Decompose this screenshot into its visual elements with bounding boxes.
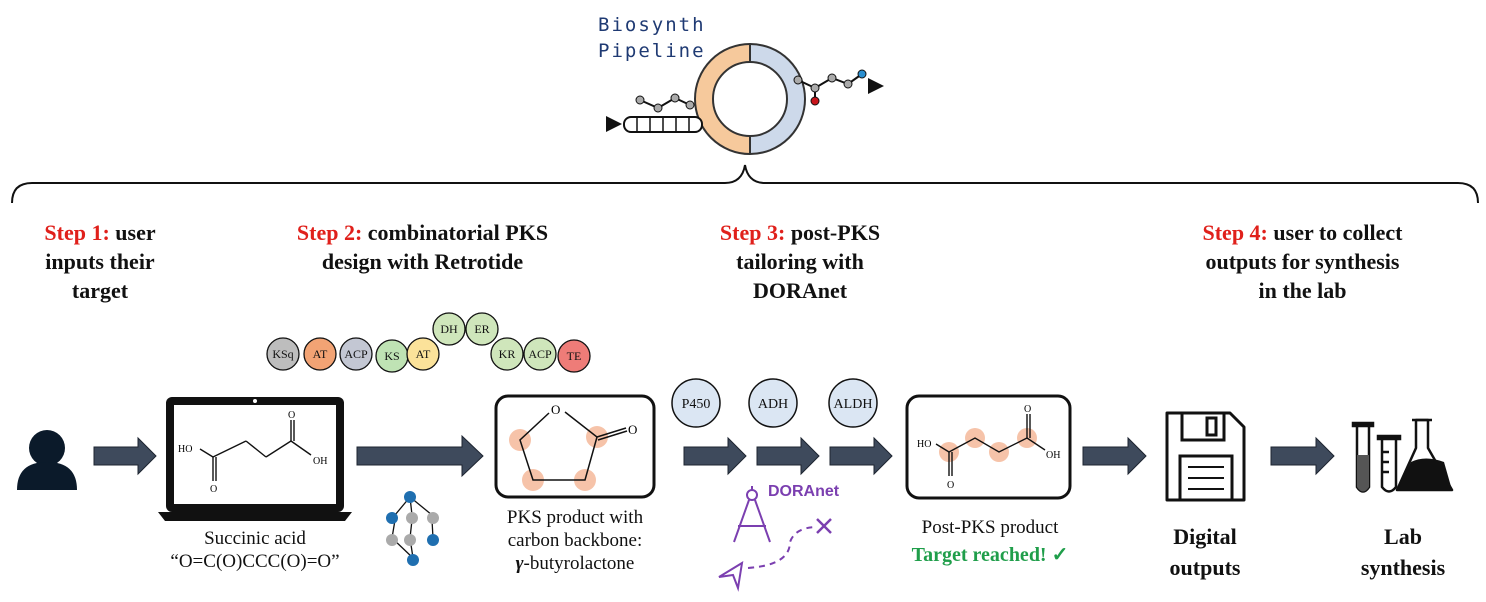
succinic-o-label-top: O — [288, 410, 295, 421]
post-pks-o-label-top: O — [1024, 404, 1031, 415]
pks-domain-te: TE — [557, 339, 591, 373]
post-pks-o-label-bottom: O — [947, 480, 954, 491]
pks-product-caption: PKS product with carbon backbone: γ-buty… — [506, 507, 644, 574]
svg-text:KS: KS — [384, 349, 399, 363]
laptop-icon — [158, 397, 352, 521]
floppy-disk-icon — [1165, 411, 1246, 502]
step-3-label: Step 3: — [719, 220, 786, 245]
succinic-ho-label: HO — [178, 444, 192, 455]
svg-text:KSq: KSq — [272, 347, 293, 361]
step-1-label: Step 1: — [44, 220, 110, 245]
svg-text:ALDH: ALDH — [834, 397, 873, 412]
flow-arrow-6 — [1082, 436, 1147, 476]
target-smiles: “O=C(O)CCC(O)=O” — [170, 551, 340, 572]
butyrolactone-structure — [509, 411, 628, 491]
enzyme-adh: ADH — [748, 378, 798, 428]
post-pks-oh-label: OH — [1046, 450, 1060, 461]
svg-text:ACP: ACP — [344, 347, 368, 361]
svg-text:AT: AT — [416, 347, 431, 361]
pks-domain-ks: KS — [375, 339, 409, 373]
user-icon — [17, 430, 77, 490]
flow-arrow-5 — [829, 436, 893, 476]
output-molecule-icon — [793, 69, 884, 106]
input-tape-icon — [606, 93, 703, 133]
step-1-text: Step 1: user inputs their target — [44, 220, 156, 303]
gamma-symbol: γ — [515, 553, 524, 574]
pks-domain-at-1: AT — [303, 337, 337, 371]
svg-text:TE: TE — [567, 349, 582, 363]
pks-domain-er: ER — [465, 312, 499, 346]
pks-domain-at-2: AT — [406, 337, 440, 371]
svg-text:AT: AT — [313, 347, 328, 361]
svg-text:KR: KR — [499, 347, 516, 361]
target-caption: Succinic acid “O=C(O)CCC(O)=O” — [150, 527, 360, 573]
doranet-path — [747, 526, 816, 569]
lab-glassware-icon — [1351, 418, 1454, 493]
succinic-oh-label: OH — [313, 456, 327, 467]
step-4-label: Step 4: — [1202, 220, 1268, 245]
svg-text:ER: ER — [474, 322, 489, 336]
step-2-label: Step 2: — [296, 220, 363, 245]
pipeline-ring-icon — [694, 43, 806, 155]
step-4-text: Step 4: user to collect outputs for synt… — [1202, 220, 1403, 303]
pks-domain-kr: KR — [490, 337, 524, 371]
pks-product-name: -butyrolactone — [523, 553, 635, 574]
succinic-acid-structure — [199, 420, 312, 481]
lab-synthesis-caption: Lab synthesis — [1360, 524, 1446, 580]
post-pks-product-box — [905, 394, 1072, 500]
doranet-cursor-icon — [718, 561, 744, 592]
flow-arrow-7 — [1270, 436, 1335, 476]
pipeline-title-line-2: Pipeline — [598, 40, 706, 62]
flow-arrow-4 — [756, 436, 820, 476]
retrosynthesis-network-icon — [386, 491, 439, 566]
digital-outputs-caption: Digital outputs — [1169, 524, 1241, 580]
pks-domain-ksq: KSq — [266, 337, 300, 371]
flow-arrow-3 — [683, 436, 747, 476]
enzyme-aldh: ALDH — [828, 378, 878, 428]
overview-brace — [11, 164, 1479, 204]
svg-text:ACP: ACP — [528, 347, 552, 361]
post-pks-ho-label: HO — [917, 439, 931, 450]
pipeline-title: Biosynth Pipeline — [598, 12, 706, 64]
target-reached-label: Target reached! ✓ — [911, 544, 1069, 566]
svg-text:P450: P450 — [682, 397, 711, 412]
svg-text:DH: DH — [440, 322, 458, 336]
succinic-o-label-bottom: O — [210, 484, 217, 495]
pks-domain-chain: KSq AT ACP KS AT DH ER KR ACP TE — [266, 312, 591, 373]
lactone-carbonyl-o-label: O — [628, 422, 637, 437]
doranet-target-x-icon — [816, 518, 832, 534]
pipeline-title-line-1: Biosynth — [598, 14, 706, 36]
post-pks-label: Post-PKS product — [921, 517, 1059, 538]
svg-text:ADH: ADH — [758, 397, 788, 412]
step-2-text: Step 2: combinatorial PKS design with Re… — [296, 220, 549, 274]
doranet-label: DORAnet — [768, 483, 840, 500]
step-3-text: Step 3: post-PKS tailoring with DORAnet — [719, 220, 881, 303]
enzyme-p450: P450 — [671, 378, 721, 428]
target-name: Succinic acid — [204, 528, 306, 549]
doranet-compass-icon — [733, 486, 771, 543]
flow-arrow-2 — [356, 434, 484, 478]
pks-domain-acp-1: ACP — [339, 337, 373, 371]
flow-arrow-1 — [93, 436, 157, 476]
pks-domain-dh: DH — [432, 312, 466, 346]
post-pks-caption: Post-PKS product Target reached! ✓ — [885, 516, 1095, 567]
pks-domain-acp-2: ACP — [523, 337, 557, 371]
post-pks-structure — [935, 414, 1046, 476]
lactone-ring-o-label: O — [551, 402, 560, 417]
